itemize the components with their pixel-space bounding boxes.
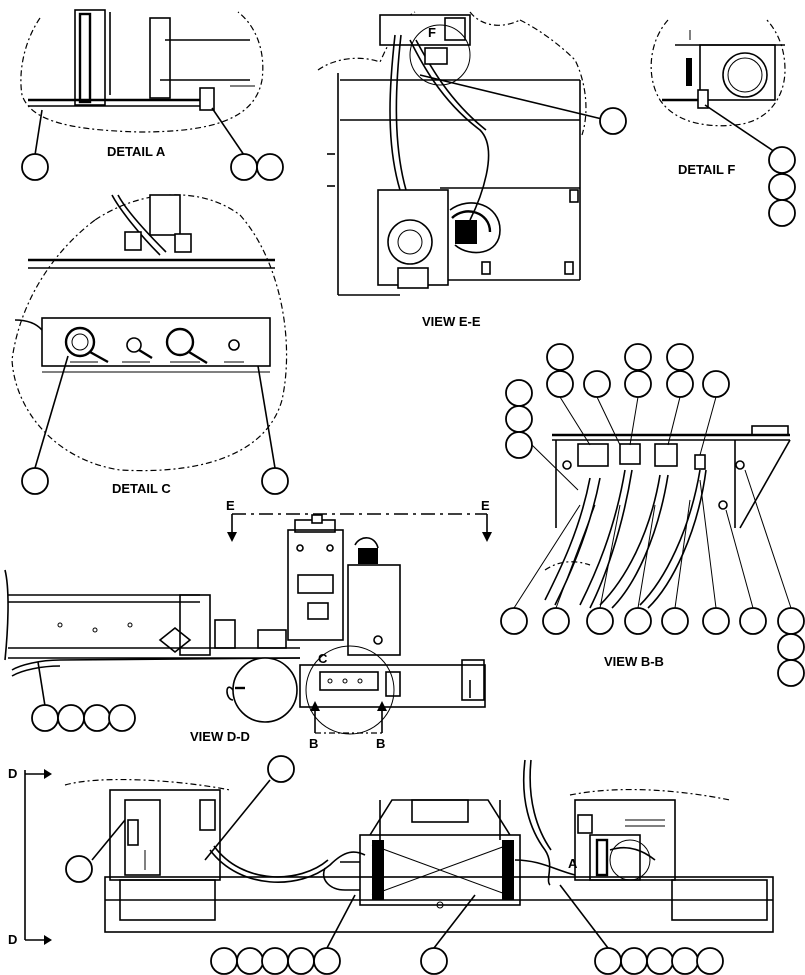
callout-bubble-bottom-view-8 xyxy=(420,947,448,975)
detail-f: DETAIL F xyxy=(650,17,786,177)
callout-bubble-detail-a-3 xyxy=(256,153,284,181)
callout-bubble-detail-c-2 xyxy=(261,467,289,495)
callout-bubble-bottom-view-1 xyxy=(267,755,295,783)
callout-bubble-view-dd-2 xyxy=(57,704,85,732)
detail-a: DETAIL A xyxy=(20,9,264,159)
callout-bubble-view-bb-bottom-6 xyxy=(702,607,730,635)
callout-bubble-bottom-view-7 xyxy=(313,947,341,975)
callout-bubble-detail-f-3 xyxy=(768,199,796,227)
bottom-view: D D xyxy=(8,759,774,949)
callout-bubble-view-bb-bottom-2 xyxy=(542,607,570,635)
callout-bubble-view-bb-top-11 xyxy=(505,431,533,459)
callout-bubble-view-bb-top-8 xyxy=(666,370,694,398)
callout-bubble-bottom-view-5 xyxy=(261,947,289,975)
callout-bubble-bottom-view-13 xyxy=(696,947,724,975)
callout-bubble-view-bb-top-1 xyxy=(546,343,574,371)
marker-d-top: D xyxy=(8,766,17,781)
detail-c-title: DETAIL C xyxy=(112,481,171,496)
callout-bubble-bottom-view-4 xyxy=(236,947,264,975)
callout-bubble-view-bb-bottom-8 xyxy=(777,607,805,635)
callout-bubble-view-bb-bottom-10 xyxy=(777,659,805,687)
callout-bubble-view-bb-top-5 xyxy=(546,370,574,398)
callout-bubble-detail-c-1 xyxy=(21,467,49,495)
callout-bubble-view-bb-bottom-9 xyxy=(777,633,805,661)
marker-a: A xyxy=(568,856,578,871)
callout-bubble-view-bb-top-10 xyxy=(505,405,533,433)
callout-bubble-view-bb-top-9 xyxy=(702,370,730,398)
callout-bubble-view-bb-top-3 xyxy=(666,343,694,371)
detail-f-title: DETAIL F xyxy=(678,162,735,177)
callout-bubble-view-bb-top-7 xyxy=(624,370,652,398)
callout-bubble-view-bb-bottom-4 xyxy=(624,607,652,635)
marker-b-right: B xyxy=(376,736,385,751)
callout-bubble-bottom-view-11 xyxy=(646,947,674,975)
detail-a-title: DETAIL A xyxy=(107,144,166,159)
callout-bubble-view-dd-1 xyxy=(31,704,59,732)
callout-bubble-bottom-view-10 xyxy=(620,947,648,975)
callout-bubble-bottom-view-3 xyxy=(210,947,238,975)
callout-bubble-view-dd-4 xyxy=(108,704,136,732)
callout-bubble-view-bb-top-6 xyxy=(583,370,611,398)
callout-bubble-bottom-view-12 xyxy=(671,947,699,975)
callout-bubble-detail-f-1 xyxy=(768,146,796,174)
callout-bubble-view-bb-bottom-5 xyxy=(661,607,689,635)
callout-bubble-view-bb-bottom-1 xyxy=(500,607,528,635)
callout-bubble-view-bb-top-4 xyxy=(505,379,533,407)
marker-c: C xyxy=(318,651,328,666)
marker-b-left: B xyxy=(309,736,318,751)
callout-bubbles xyxy=(21,107,805,975)
callout-bubble-detail-f-2 xyxy=(768,173,796,201)
detail-c: DETAIL C xyxy=(11,194,288,496)
view-b-b-title: VIEW B-B xyxy=(604,654,664,669)
callout-bubble-bottom-view-2 xyxy=(65,855,93,883)
callout-bubble-detail-a-1 xyxy=(21,153,49,181)
callout-bubble-view-ee-1 xyxy=(599,107,627,135)
callout-bubble-bottom-view-9 xyxy=(594,947,622,975)
view-d-d-title: VIEW D-D xyxy=(190,729,250,744)
callout-bubble-view-bb-bottom-7 xyxy=(739,607,767,635)
callout-bubble-view-bb-top-2 xyxy=(624,343,652,371)
marker-e-left: E xyxy=(226,498,235,513)
callout-bubble-detail-a-2 xyxy=(230,153,258,181)
view-d-d: E E xyxy=(4,498,492,751)
view-e-e: F VIEW E-E xyxy=(317,11,603,329)
callout-bubble-view-dd-3 xyxy=(83,704,111,732)
marker-d-bottom: D xyxy=(8,932,17,947)
marker-f: F xyxy=(428,25,436,40)
marker-e-right: E xyxy=(481,498,490,513)
callout-bubble-bottom-view-6 xyxy=(287,947,315,975)
callout-bubble-view-bb-bottom-3 xyxy=(586,607,614,635)
view-e-e-title: VIEW E-E xyxy=(422,314,481,329)
view-b-b: VIEW B-B xyxy=(513,396,792,669)
